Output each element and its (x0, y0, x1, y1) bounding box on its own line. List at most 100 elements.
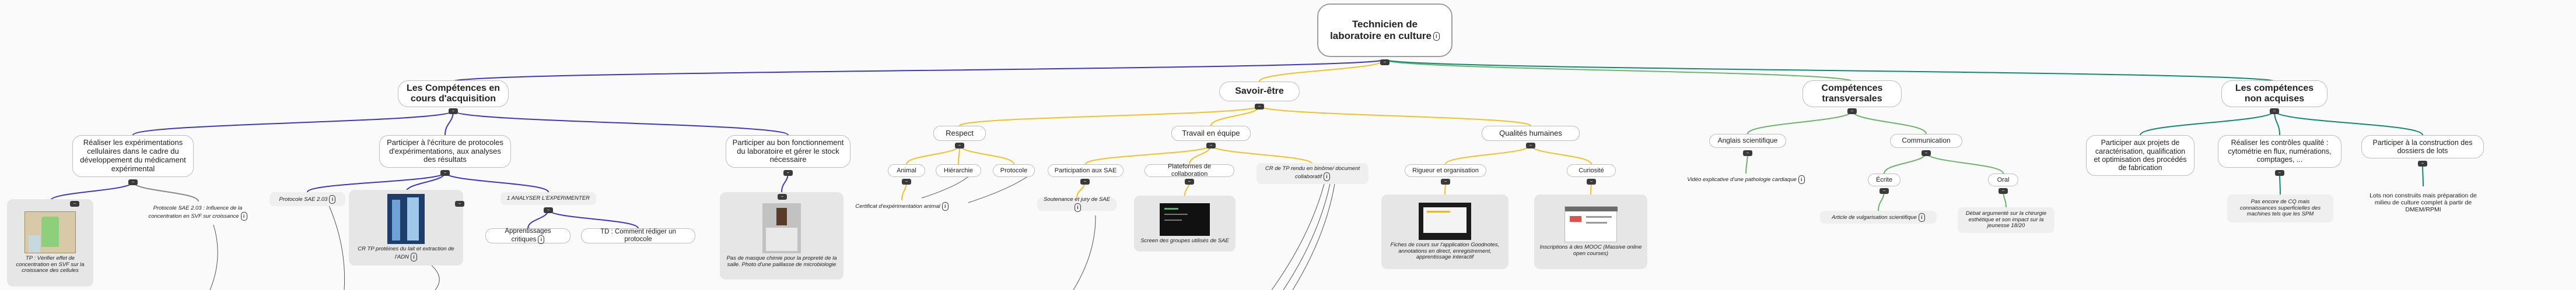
collapse-toggle[interactable]: − (455, 201, 464, 207)
cross-link-line (209, 224, 218, 290)
group-communication[interactable]: Communication (1890, 134, 1962, 148)
connector-line (453, 59, 1385, 82)
collapse-toggle[interactable]: − (783, 170, 793, 176)
note-video[interactable]: Vidéo explicative d'une pathologie cardi… (1680, 174, 1812, 185)
group-respect[interactable]: Respect (933, 126, 986, 141)
collapse-toggle[interactable]: − (1587, 179, 1596, 185)
note-qualite[interactable]: Pas encore de CQ mais connaissances supe… (2227, 194, 2333, 222)
leaf-curiosite[interactable]: Curiosité (1567, 164, 1616, 177)
collapse-toggle[interactable]: − (70, 201, 79, 207)
info-icon[interactable]: i (1918, 213, 1925, 222)
tag-analyser[interactable]: 1 ANALYSER L'EXPERIMENTER (501, 192, 596, 205)
collapse-toggle[interactable]: − (544, 207, 553, 213)
collapse-toggle[interactable]: − (1880, 188, 1889, 194)
branch-competences-en-cours[interactable]: Les Compétences en cours d'acquisition (398, 80, 509, 107)
collapse-toggle[interactable]: − (1206, 143, 1216, 148)
collapse-toggle[interactable]: − (1255, 104, 1264, 109)
info-icon[interactable]: i (240, 211, 247, 221)
note-card[interactable]: TP : Vérifier effet de concentration en … (7, 199, 93, 287)
collapse-toggle[interactable]: − (902, 179, 911, 185)
branch-competences-transversales[interactable]: Compétences transversales (1803, 80, 1902, 107)
cross-link-line (326, 200, 345, 290)
connector-line (548, 209, 639, 229)
info-icon[interactable]: i (410, 252, 417, 261)
connector-line (444, 172, 549, 193)
non-acquise-item[interactable]: Réaliser les contrôles qualité : cytomét… (2218, 135, 2342, 168)
non-acquise-item[interactable]: Participer aux projets de caractérisatio… (2086, 135, 2194, 176)
leaf-ecrite[interactable]: Écrite (1868, 174, 1901, 186)
note-soutenance[interactable]: Soutenance et jury de SAEi (1037, 196, 1116, 212)
info-icon[interactable]: i (1323, 172, 1330, 181)
collapse-toggle[interactable]: − (2275, 170, 2284, 176)
connector-line (1210, 105, 1260, 126)
leaf-protocole[interactable]: Protocole (993, 164, 1035, 177)
info-icon[interactable]: i (1798, 175, 1805, 184)
collapse-toggle[interactable]: − (440, 170, 450, 176)
competence-item[interactable]: Participer à l'écriture de protocoles d'… (379, 135, 511, 168)
branch-competences-non-acquises[interactable]: Les compétences non acquises (2221, 80, 2328, 107)
competence-item[interactable]: Réaliser les expérimentations cellulaire… (72, 135, 194, 177)
note-card[interactable]: CR TP protéines du lait et extraction de… (349, 190, 463, 266)
collapse-toggle[interactable]: − (1743, 150, 1752, 156)
screenshot-thumbnail (1564, 206, 1618, 243)
branch-title: Les compétences non acquises (2235, 83, 2314, 104)
collapse-toggle[interactable]: − (1847, 108, 1857, 114)
leaf-oral[interactable]: Oral (1988, 174, 2018, 186)
screenshot-thumbnail (1419, 202, 1471, 240)
branch-title: Compétences transversales (1821, 83, 1883, 104)
group-travail-equipe[interactable]: Travail en équipe (1171, 126, 1251, 141)
note-card[interactable]: Pas de masque chimie pour la propreté de… (720, 192, 844, 280)
leaf-animal[interactable]: Animal (888, 164, 925, 177)
collapse-toggle[interactable]: − (2418, 161, 2427, 167)
branch-title: Savoir-être (1235, 86, 1284, 96)
connector-line (959, 144, 1014, 165)
leaf-td[interactable]: TD : Comment rédiger un protocole (581, 228, 695, 243)
info-icon[interactable]: i (942, 201, 949, 211)
leaf-cr-tp[interactable]: CR de TP rendu en binôme/ document colla… (1256, 163, 1368, 184)
collapse-toggle[interactable]: − (1380, 59, 1390, 65)
collapse-toggle[interactable]: − (1080, 179, 1090, 185)
leaf-participation-sae[interactable]: Participation aux SAE (1048, 164, 1124, 177)
leaf-rigueur[interactable]: Rigueur et organisation (1405, 164, 1486, 177)
note-card[interactable]: Screen des groupes utilisés de SAE (1134, 196, 1236, 252)
collapse-toggle[interactable]: − (449, 108, 458, 114)
collapse-toggle[interactable]: − (128, 179, 138, 185)
collapse-toggle[interactable]: − (1185, 179, 1194, 185)
group-qualites-humaines[interactable]: Qualités humaines (1482, 126, 1580, 141)
info-icon[interactable]: i (1433, 32, 1440, 41)
info-icon[interactable]: i (329, 194, 336, 204)
non-acquise-item[interactable]: Participer à la construction des dossier… (2361, 135, 2484, 158)
branch-savoir-etre[interactable]: Savoir-être (1219, 82, 1300, 101)
collapse-toggle[interactable]: − (1441, 179, 1450, 185)
collapse-toggle[interactable]: − (778, 194, 787, 200)
note-lots[interactable]: Lots non construits mais préparation de … (2370, 192, 2477, 214)
connector-line (2274, 110, 2423, 136)
info-icon[interactable]: i (1074, 203, 1081, 212)
connector-line (50, 181, 134, 201)
competence-item[interactable]: Participer au bon fonctionnement du labo… (726, 135, 850, 168)
note-protocole[interactable]: Protocole SAE 2.03 : Influence de la con… (142, 200, 253, 226)
cross-link-line (921, 174, 971, 199)
collapse-toggle[interactable]: − (955, 143, 964, 148)
note-card[interactable]: Inscriptions à des MOOC (Massive online … (1534, 194, 1647, 269)
collapse-toggle[interactable]: − (2270, 108, 2279, 114)
connector-line (307, 172, 446, 193)
group-anglais[interactable]: Anglais scientifique (1709, 134, 1786, 148)
cross-link-line (431, 265, 440, 290)
leaf-plateformes[interactable]: Plateformes de collaboration (1144, 163, 1234, 178)
collapse-toggle[interactable]: − (1999, 188, 2008, 194)
connector-line (1852, 110, 1927, 135)
collapse-toggle[interactable]: − (1526, 143, 1535, 148)
cross-link-line (1292, 183, 1335, 290)
note-card[interactable]: Fiches de cours sur l'application Goodno… (1381, 194, 1508, 269)
info-icon[interactable]: i (538, 235, 545, 245)
leaf-hierarchie[interactable]: Hiérarchie (936, 164, 981, 177)
note-debat[interactable]: Débat argumenté sur la chirurgie esthéti… (1958, 207, 2054, 233)
collapse-toggle[interactable]: − (1922, 150, 1931, 156)
